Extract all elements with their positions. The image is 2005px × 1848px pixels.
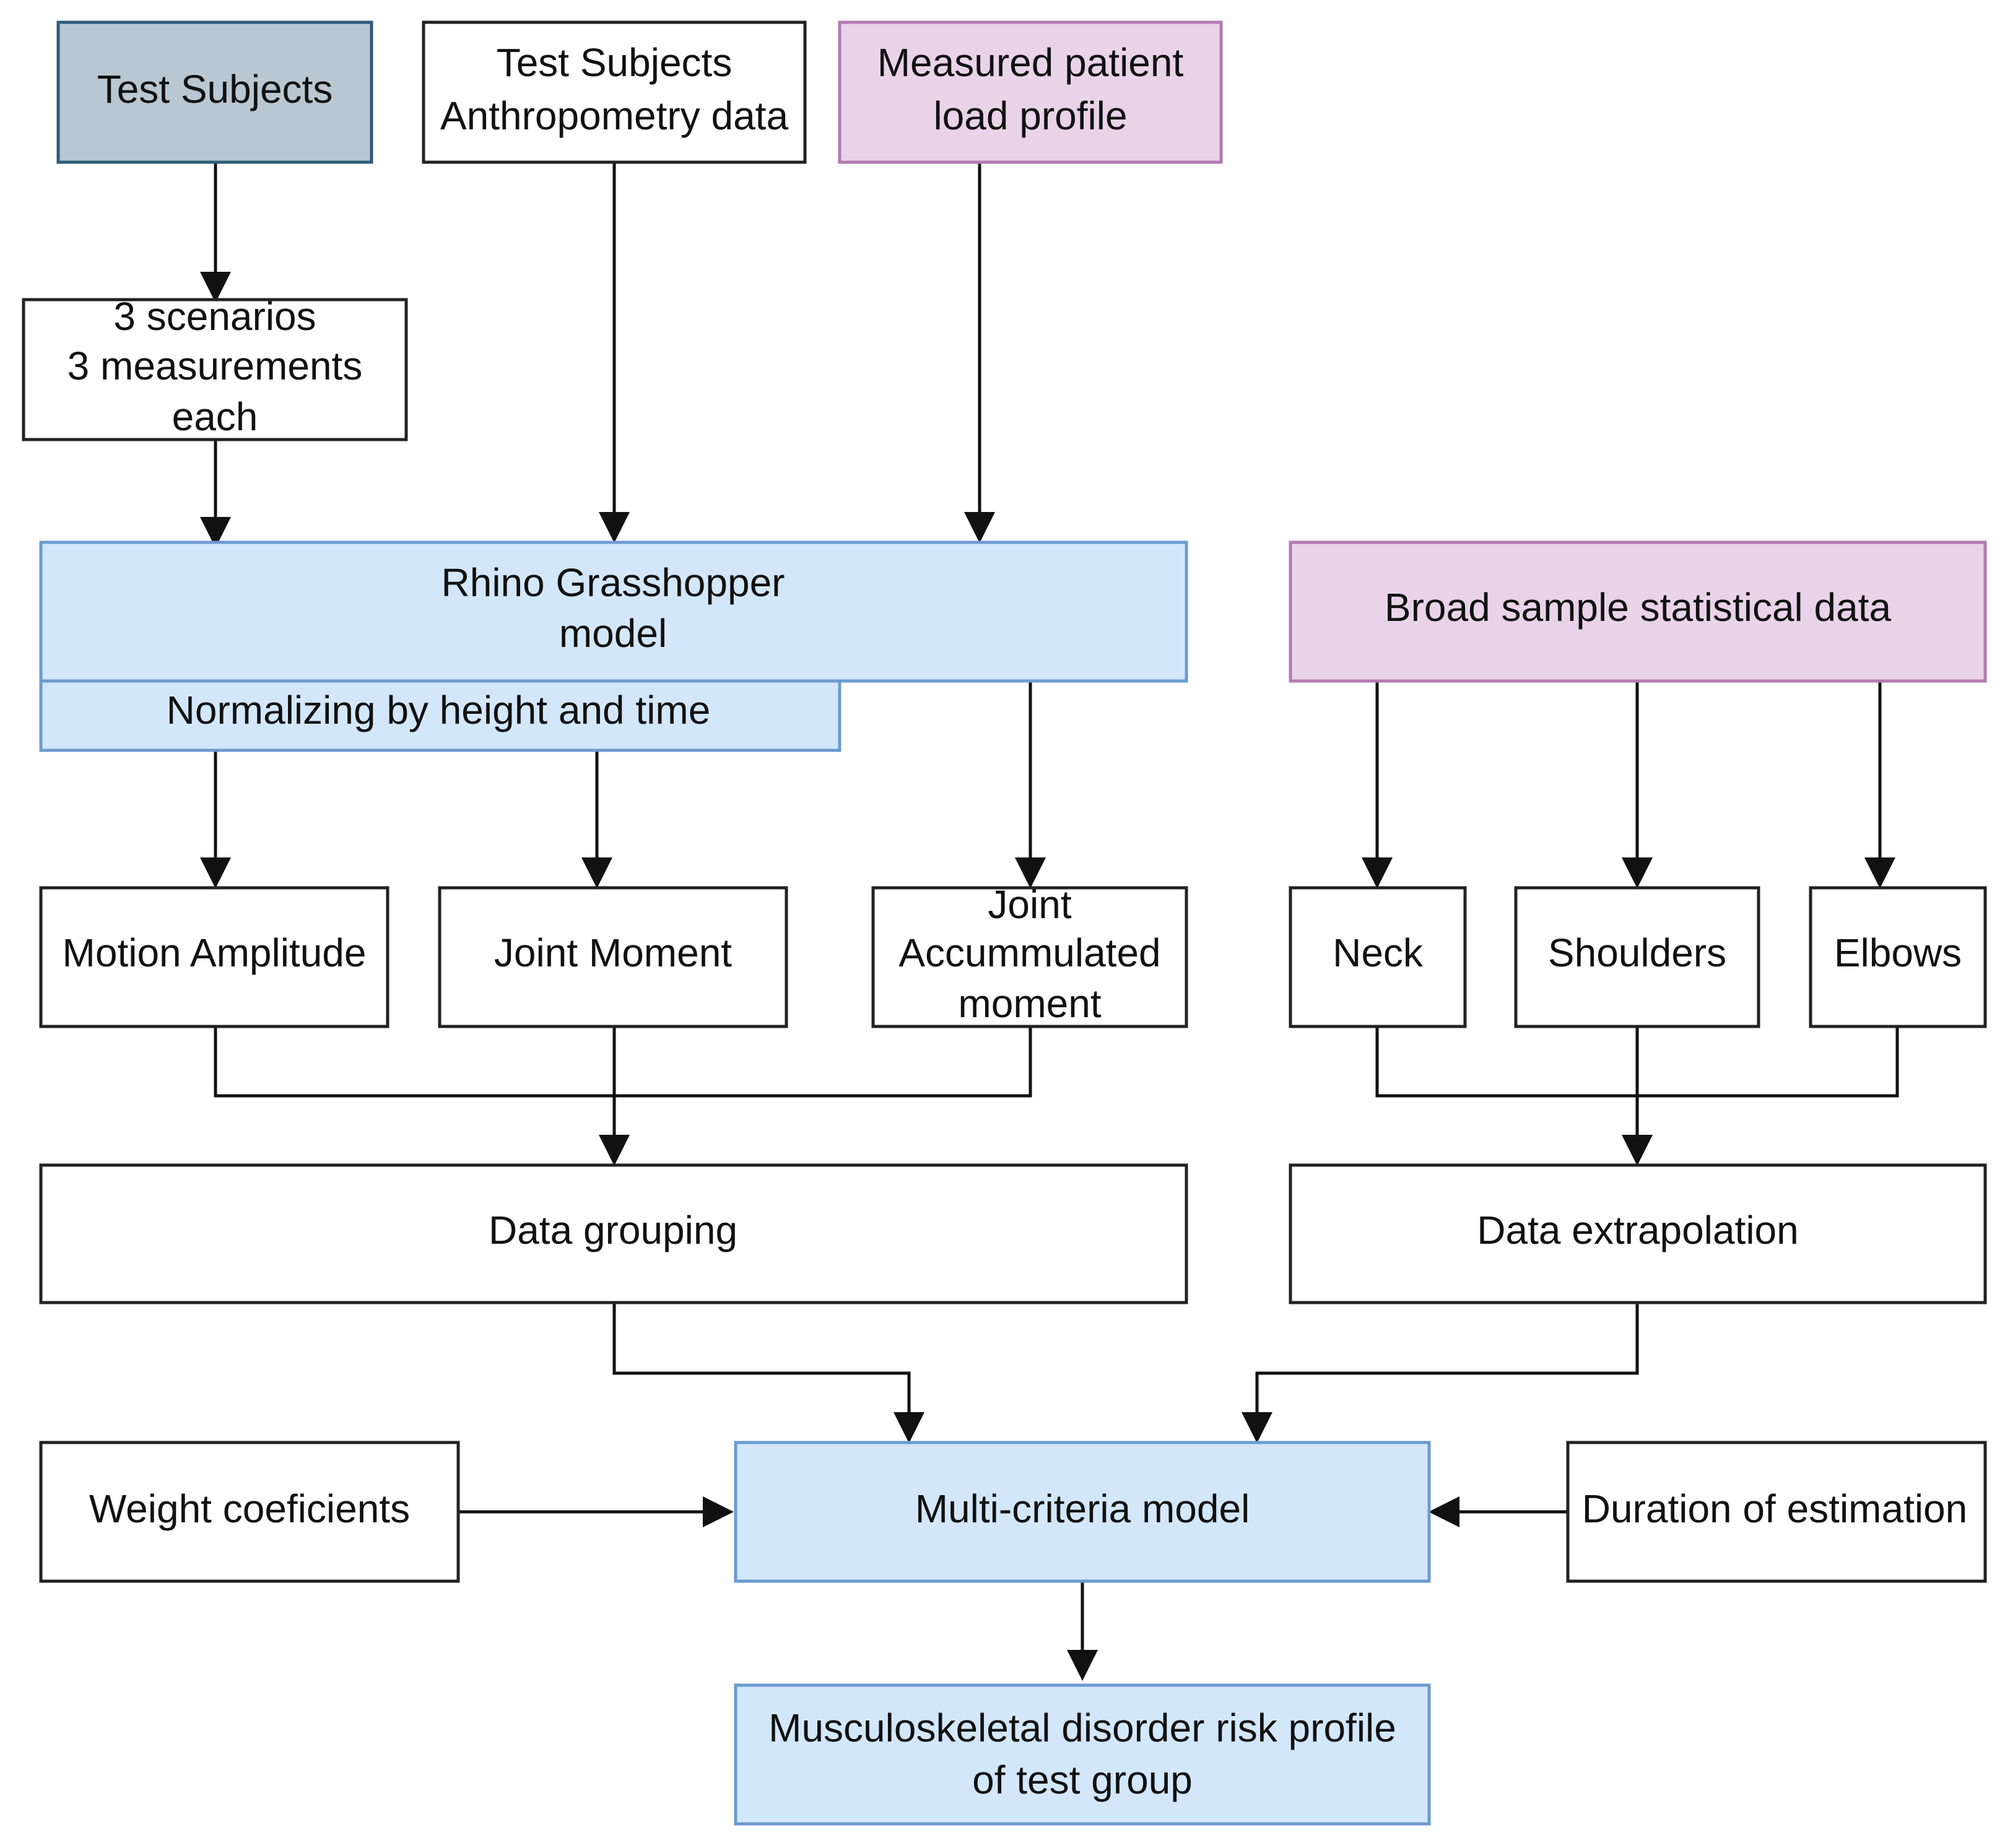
node-joint-moment-label: Joint Moment <box>494 931 732 975</box>
node-anthropometry-label-line2: Anthropometry data <box>440 93 789 138</box>
node-anthropometry-label-line1: Test Subjects <box>497 40 733 85</box>
node-scenarios: 3 scenarios 3 measurements each <box>22 294 408 441</box>
node-data-extrapolation-label: Data extrapolation <box>1477 1208 1798 1252</box>
node-duration-label: Duration of estimation <box>1582 1486 1968 1531</box>
node-scenarios-label-line2: 3 measurements <box>67 344 363 388</box>
node-shoulders-label: Shoulders <box>1548 931 1726 975</box>
node-joint-accumulated-label-line3: moment <box>958 981 1101 1026</box>
node-risk-profile: Musculoskeletal disorder risk profile of… <box>734 1683 1431 1826</box>
node-load-profile-label-line2: load profile <box>933 93 1127 138</box>
node-shoulders: Shoulders <box>1514 886 1760 1028</box>
node-normalizing-label: Normalizing by height and time <box>167 688 711 732</box>
node-test-subjects-label: Test Subjects <box>97 67 333 111</box>
edges <box>200 162 1899 1681</box>
node-data-grouping-label: Data grouping <box>489 1208 737 1252</box>
node-broad-sample: Broad sample statistical data <box>1289 540 1987 683</box>
node-multi-criteria-label: Multi-criteria model <box>915 1486 1250 1531</box>
node-scenarios-label-line3: each <box>172 394 258 439</box>
node-data-grouping: Data grouping <box>39 1163 1188 1304</box>
node-motion-amplitude-label: Motion Amplitude <box>63 931 367 975</box>
node-rhino-label-line2: model <box>559 611 667 656</box>
edge-motion-amplitude-to-grouping-bus <box>214 1026 1032 1098</box>
node-normalizing: Normalizing by height and time <box>39 679 842 752</box>
node-joint-moment: Joint Moment <box>438 886 788 1028</box>
node-joint-accumulated-moment: Joint Accummulated moment <box>871 882 1188 1028</box>
node-duration-of-estimation: Duration of estimation <box>1566 1441 1987 1583</box>
node-joint-accumulated-label-line1: Joint <box>988 882 1071 927</box>
node-elbows: Elbows <box>1809 886 1987 1028</box>
node-test-subjects: Test Subjects <box>56 20 373 164</box>
node-risk-profile-label-line1: Musculoskeletal disorder risk profile <box>768 1706 1396 1750</box>
node-risk-profile-label-line2: of test group <box>972 1758 1193 1802</box>
node-data-extrapolation: Data extrapolation <box>1289 1163 1987 1304</box>
node-neck: Neck <box>1289 886 1467 1028</box>
node-joint-accumulated-label-line2: Accummulated <box>898 931 1160 975</box>
edge-data-extrapolation-to-multi-criteria <box>1242 1303 1639 1443</box>
node-elbows-label: Elbows <box>1834 931 1962 975</box>
node-rhino-model: Rhino Grasshopper model <box>39 540 1188 683</box>
node-broad-sample-label: Broad sample statistical data <box>1385 585 1892 630</box>
node-multi-criteria-model: Multi-criteria model <box>734 1441 1431 1583</box>
edge-data-grouping-to-multi-criteria <box>612 1303 924 1443</box>
node-motion-amplitude: Motion Amplitude <box>39 886 389 1028</box>
node-scenarios-label-line1: 3 scenarios <box>113 294 316 339</box>
node-load-profile-label-line1: Measured patient <box>877 40 1184 85</box>
node-weight-coefficients-label: Weight coeficients <box>89 1486 410 1531</box>
node-rhino-label-line1: Rhino Grasshopper <box>441 560 785 605</box>
node-anthropometry: Test Subjects Anthropometry data <box>422 20 807 164</box>
node-neck-label: Neck <box>1333 931 1424 975</box>
node-load-profile: Measured patient load profile <box>838 20 1223 164</box>
node-weight-coefficients: Weight coeficients <box>39 1441 460 1583</box>
